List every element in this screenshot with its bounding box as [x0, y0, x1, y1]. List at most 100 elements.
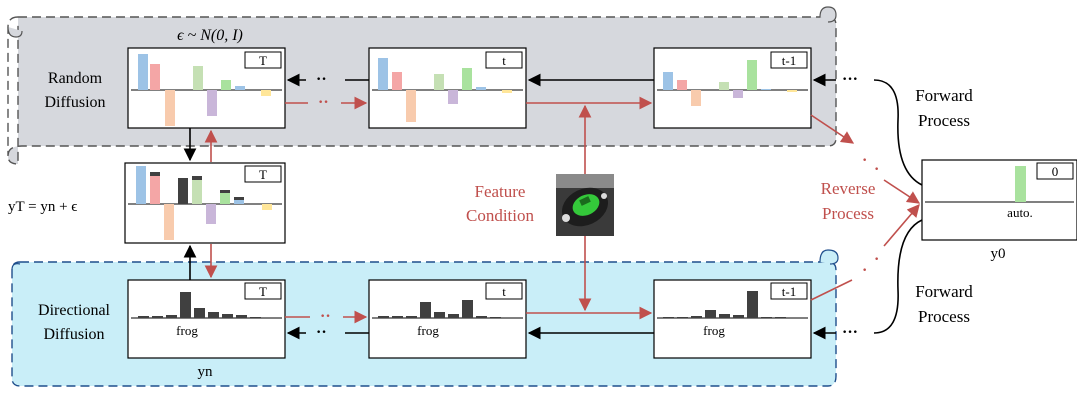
bar	[490, 317, 501, 318]
bar	[462, 68, 472, 90]
bar	[206, 204, 216, 224]
forward-process-top-label: Process	[918, 111, 970, 130]
step-label: T	[259, 284, 267, 299]
bar	[221, 80, 231, 90]
band-label-diffusion-top: Diffusion	[44, 94, 105, 111]
ellipsis-dots: ···	[842, 71, 858, 88]
feature-condition-label: Feature	[475, 182, 526, 201]
bar	[420, 302, 431, 318]
bar	[434, 312, 445, 318]
bar	[761, 89, 771, 90]
bar	[406, 90, 416, 122]
bar	[1015, 166, 1026, 202]
bar	[138, 316, 149, 318]
panel-yT: T	[124, 162, 286, 244]
step-label: t-1	[782, 284, 796, 299]
bar	[761, 317, 772, 318]
reverse-arrows-bottom: ··	[285, 306, 653, 325]
ellipsis-dots: ·	[862, 262, 867, 279]
reverse-arrows-top: ··	[285, 94, 653, 111]
vertical-connectors-left	[183, 128, 218, 280]
bar	[392, 316, 403, 318]
ellipsis-dots: ·	[874, 251, 879, 268]
panel-bottom-T: T frog	[127, 279, 286, 359]
bar	[448, 90, 458, 104]
bar	[150, 172, 160, 176]
reverse-process-label: Process	[822, 204, 874, 223]
bar	[150, 172, 160, 204]
class-label: frog	[703, 323, 725, 338]
bar	[164, 204, 174, 240]
panel-y0: 0 auto.	[921, 159, 1077, 241]
bar	[434, 74, 444, 90]
bar	[262, 204, 272, 210]
bar	[787, 90, 797, 92]
ellipsis-dots: ··	[316, 324, 327, 341]
bar	[747, 60, 757, 90]
bar	[180, 292, 191, 318]
bar	[677, 80, 687, 90]
forward-process-top-label: Forward	[915, 86, 973, 105]
bar	[502, 90, 512, 93]
class-label: frog	[417, 323, 439, 338]
reverse-diagonal-arrows: · · · ·	[810, 114, 921, 301]
bar	[747, 291, 758, 318]
ellipsis-dots: ··	[316, 71, 327, 88]
ellipsis-dots: ··	[320, 308, 331, 325]
class-label: frog	[176, 323, 198, 338]
forward-curved-arrows: ··· ···	[812, 71, 923, 341]
bar	[392, 72, 402, 90]
bar	[220, 190, 230, 204]
bar	[138, 54, 148, 90]
bar	[193, 66, 203, 90]
bar	[476, 87, 486, 90]
yn-label: yn	[198, 364, 214, 380]
panel-top-T: T	[127, 47, 286, 129]
bar	[663, 317, 674, 318]
reverse-process-label: Reverse	[821, 179, 876, 198]
bar	[448, 314, 459, 318]
noise-equation: ϵ ~ N(0, I)	[177, 27, 243, 44]
bar	[677, 317, 688, 318]
bar	[150, 64, 160, 90]
bar	[691, 316, 702, 318]
bar	[207, 90, 217, 116]
forward-arrows-top: ··	[286, 71, 654, 88]
bar	[234, 199, 244, 204]
step-label: T	[259, 53, 267, 68]
bar	[705, 310, 716, 318]
class-label-auto: auto.	[1007, 205, 1033, 220]
band-label-random: Random	[48, 70, 103, 87]
bar	[194, 308, 205, 318]
forward-arrows-bottom: ··	[286, 324, 654, 341]
forward-process-bottom-label: Forward	[915, 282, 973, 301]
step-label: T	[259, 167, 267, 182]
ellipsis-dots: ·	[862, 152, 867, 169]
bar	[719, 82, 729, 90]
bar	[236, 315, 247, 318]
bar	[165, 90, 175, 126]
bar	[719, 314, 730, 318]
panel-top-t: t	[368, 47, 527, 129]
panel-top-t-minus-1: t-1	[653, 47, 812, 129]
bar	[235, 86, 245, 90]
y-equation: yT = yn + ϵ	[8, 199, 77, 215]
bar	[234, 197, 244, 200]
bar	[222, 314, 233, 318]
bar	[250, 317, 261, 318]
bar	[192, 176, 202, 180]
bar	[378, 58, 388, 90]
bar	[476, 316, 487, 318]
ellipsis-dots: ···	[842, 324, 858, 341]
bar	[220, 190, 230, 193]
bar	[406, 316, 417, 318]
step-label: t	[502, 284, 506, 299]
bar	[378, 316, 389, 318]
band-label-diffusion-bottom: Diffusion	[43, 326, 104, 343]
bar	[663, 72, 673, 90]
bar	[691, 90, 701, 106]
band-label-directional: Directional	[38, 302, 111, 319]
bar	[775, 317, 786, 318]
